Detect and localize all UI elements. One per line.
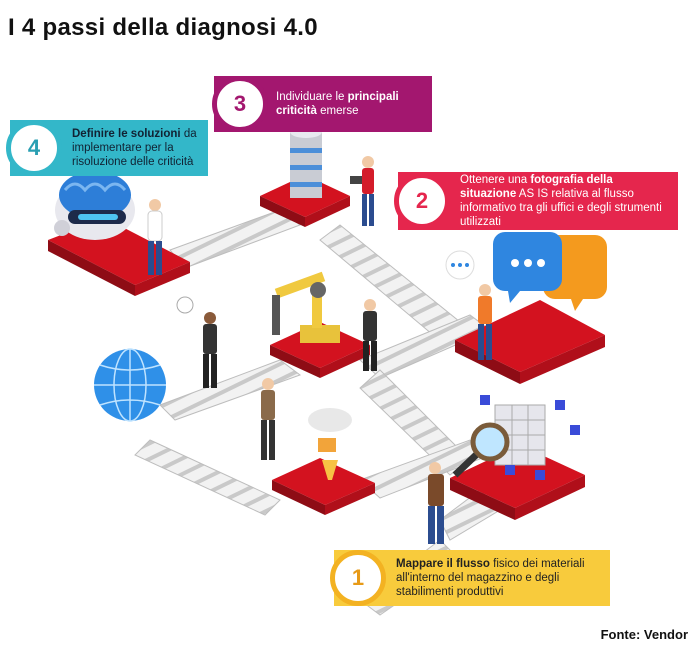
speech-bubbles-icon [445,232,607,311]
step-3-rest: emerse [316,105,359,117]
step-1-bold: Mappare il flusso [396,558,490,570]
step-4-callout: 4 Definire le soluzioni da implementare … [6,120,208,176]
step-4-rest: da implementare per la risoluzione delle… [72,128,197,168]
person-question [176,296,217,388]
step-3-badge: 3 [212,76,268,132]
robot-head-icon [54,171,135,240]
step-4-bold: Definire le soluzioni [72,128,181,140]
page-title: I 4 passi della diagnosi 4.0 [8,14,318,41]
step-4-text: Definire le soluzioni da implementare pe… [10,127,208,169]
source-note: Fonte: Vendor [600,627,688,642]
drone-icon [308,408,352,480]
platform-bottom [272,458,375,515]
server-icon [290,126,322,198]
platform-center [270,322,370,378]
step-2-badge: 2 [394,173,450,229]
step-2-callout: 2 Ottenere una fotografia della situazio… [394,172,678,230]
person-center [363,299,377,371]
step-2-bold: fotografia della situazione [460,174,613,200]
step-2-text: Ottenere una fotografia della situazione… [398,173,678,229]
globe-icon [94,348,166,422]
step-1-text: Mappare il flusso fisico dei materiali a… [334,557,610,599]
platform-bottom-right [450,445,585,520]
person-right [478,284,492,360]
people [147,156,492,544]
step-4-badge: 4 [6,120,62,176]
person-top-right [350,156,374,226]
step-1-rest: fisico dei materiali all'interno del mag… [396,558,585,598]
step-3-text: Individuare le principali criticità emer… [214,90,432,118]
step-3-pre: Individuare le [276,91,348,103]
step-2-pre: Ottenere una [460,174,531,186]
person-thinking [261,378,275,460]
step-3-callout: 3 Individuare le principali criticità em… [212,76,432,132]
robotic-arm-icon [272,271,340,343]
step-3-bold: principali criticità [276,91,399,117]
platform-right [455,300,605,384]
magnifier-icon [452,422,510,478]
person-left-top [147,199,163,275]
step-1-callout: 1 Mappare il flusso fisico dei materiali… [330,550,610,606]
platforms [48,175,605,520]
step-1-badge: 1 [330,550,386,606]
person-magnifier [428,462,444,544]
step-2-rest: AS IS relativa al flusso informativo tra… [460,188,662,228]
